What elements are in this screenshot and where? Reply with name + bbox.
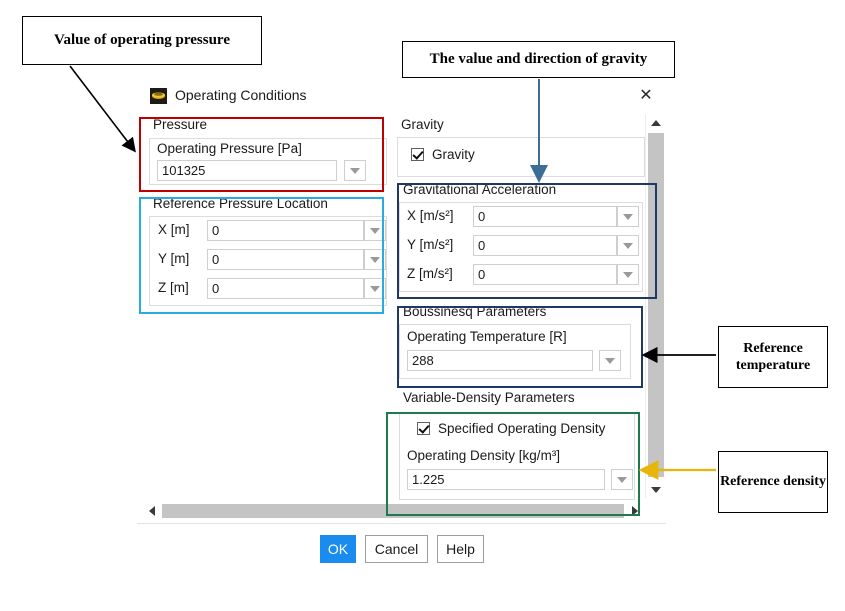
grav-accel-x-value: 0: [478, 209, 486, 224]
scroll-up-icon[interactable]: [646, 114, 666, 131]
chevron-down-icon: [370, 227, 380, 234]
chevron-down-icon: [623, 242, 633, 249]
grav-accel-z-dropdown[interactable]: [617, 264, 639, 285]
variable-density-parameters-group: Variable-Density Parameters Specified Op…: [397, 390, 637, 500]
help-button[interactable]: Help: [437, 535, 484, 563]
annotation-reference-density: Reference density: [718, 451, 828, 513]
chevron-down-icon: [623, 271, 633, 278]
ref-loc-z-input[interactable]: 0: [207, 278, 364, 299]
gravity-checkbox[interactable]: Gravity: [411, 147, 475, 162]
operating-pressure-value: 101325: [162, 163, 206, 178]
close-icon[interactable]: ✕: [639, 87, 653, 104]
operating-density-dropdown[interactable]: [611, 469, 633, 490]
grav-accel-y-dropdown[interactable]: [617, 235, 639, 256]
vertical-scrollbar[interactable]: [645, 114, 666, 498]
ref-loc-x-dropdown[interactable]: [364, 220, 386, 241]
scroll-left-icon[interactable]: [143, 502, 160, 520]
chevron-down-icon: [370, 285, 380, 292]
ref-loc-z-value: 0: [212, 281, 220, 296]
ref-loc-x-value: 0: [212, 223, 220, 238]
scroll-down-icon[interactable]: [646, 481, 666, 498]
pressure-group: Pressure Operating Pressure [Pa] 101325: [149, 117, 387, 185]
cancel-button[interactable]: Cancel: [365, 535, 428, 563]
grav-accel-y-value: 0: [478, 238, 486, 253]
grav-accel-x-dropdown[interactable]: [617, 206, 639, 227]
grav-accel-z-input[interactable]: 0: [473, 264, 617, 285]
gravitational-acceleration-title: Gravitational Acceleration: [401, 182, 559, 197]
operating-temperature-value: 288: [412, 353, 434, 368]
grav-accel-z-label: Z [m/s²]: [407, 266, 453, 281]
operating-density-value: 1.225: [412, 472, 445, 487]
dialog-title: Operating Conditions: [175, 87, 307, 103]
reference-pressure-location-title: Reference Pressure Location: [151, 196, 330, 211]
dialog-button-bar: OK Cancel Help: [137, 535, 666, 575]
ref-loc-y-value: 0: [212, 252, 220, 267]
ref-loc-x-label: X [m]: [158, 222, 190, 237]
checkbox-icon: [411, 148, 424, 161]
reference-pressure-location-group: Reference Pressure Location X [m] 0 Y [m…: [149, 196, 387, 306]
chevron-down-icon: [617, 476, 627, 483]
gravity-checkbox-label: Gravity: [432, 147, 475, 162]
operating-pressure-label: Operating Pressure [Pa]: [157, 141, 302, 156]
ref-loc-z-label: Z [m]: [158, 280, 189, 295]
chevron-down-icon: [623, 213, 633, 220]
annotation-gravity: The value and direction of gravity: [402, 41, 675, 78]
grav-accel-z-value: 0: [478, 267, 486, 282]
operating-temperature-label: Operating Temperature [R]: [407, 329, 567, 344]
dialog-titlebar: Operating Conditions ✕: [137, 80, 666, 112]
gravity-group-title: Gravity: [399, 117, 446, 132]
gravitational-acceleration-group: Gravitational Acceleration X [m/s²] 0 Y …: [397, 182, 645, 292]
chevron-down-icon: [350, 167, 360, 174]
grav-accel-x-label: X [m/s²]: [407, 208, 454, 223]
operating-density-input[interactable]: 1.225: [407, 469, 605, 490]
operating-density-label: Operating Density [kg/m³]: [407, 448, 561, 463]
grav-accel-y-label: Y [m/s²]: [407, 237, 454, 252]
left-column: Pressure Operating Pressure [Pa] 101325: [143, 112, 393, 500]
operating-pressure-input[interactable]: 101325: [157, 160, 337, 181]
operating-pressure-dropdown[interactable]: [344, 160, 366, 181]
checkbox-icon: [417, 422, 430, 435]
ok-button[interactable]: OK: [320, 535, 356, 563]
chevron-down-icon: [370, 256, 380, 263]
grav-accel-y-input[interactable]: 0: [473, 235, 617, 256]
variable-density-group-title: Variable-Density Parameters: [401, 390, 577, 405]
operating-conditions-dialog: Operating Conditions ✕ Pressure Operatin…: [137, 80, 666, 563]
gravity-group: Gravity Gravity: [397, 117, 645, 177]
vertical-scroll-thumb[interactable]: [648, 133, 664, 477]
dialog-divider: [137, 523, 666, 524]
operating-temperature-input[interactable]: 288: [407, 350, 593, 371]
ref-loc-z-dropdown[interactable]: [364, 278, 386, 299]
pressure-group-title: Pressure: [151, 117, 210, 132]
chevron-down-icon: [605, 357, 615, 364]
specified-operating-density-label: Specified Operating Density: [438, 421, 606, 436]
fluent-app-icon: [150, 88, 167, 104]
operating-temperature-dropdown[interactable]: [599, 350, 621, 371]
arrow-operating-pressure: [69, 65, 136, 153]
grav-accel-x-input[interactable]: 0: [473, 206, 617, 227]
ref-loc-y-label: Y [m]: [158, 251, 190, 266]
annotation-reference-temperature: Reference temperature: [718, 326, 828, 388]
ref-loc-y-input[interactable]: 0: [207, 249, 364, 270]
annotation-operating-pressure: Value of operating pressure: [22, 16, 262, 65]
ref-loc-x-input[interactable]: 0: [207, 220, 364, 241]
ref-loc-y-dropdown[interactable]: [364, 249, 386, 270]
specified-operating-density-checkbox[interactable]: Specified Operating Density: [417, 421, 605, 436]
